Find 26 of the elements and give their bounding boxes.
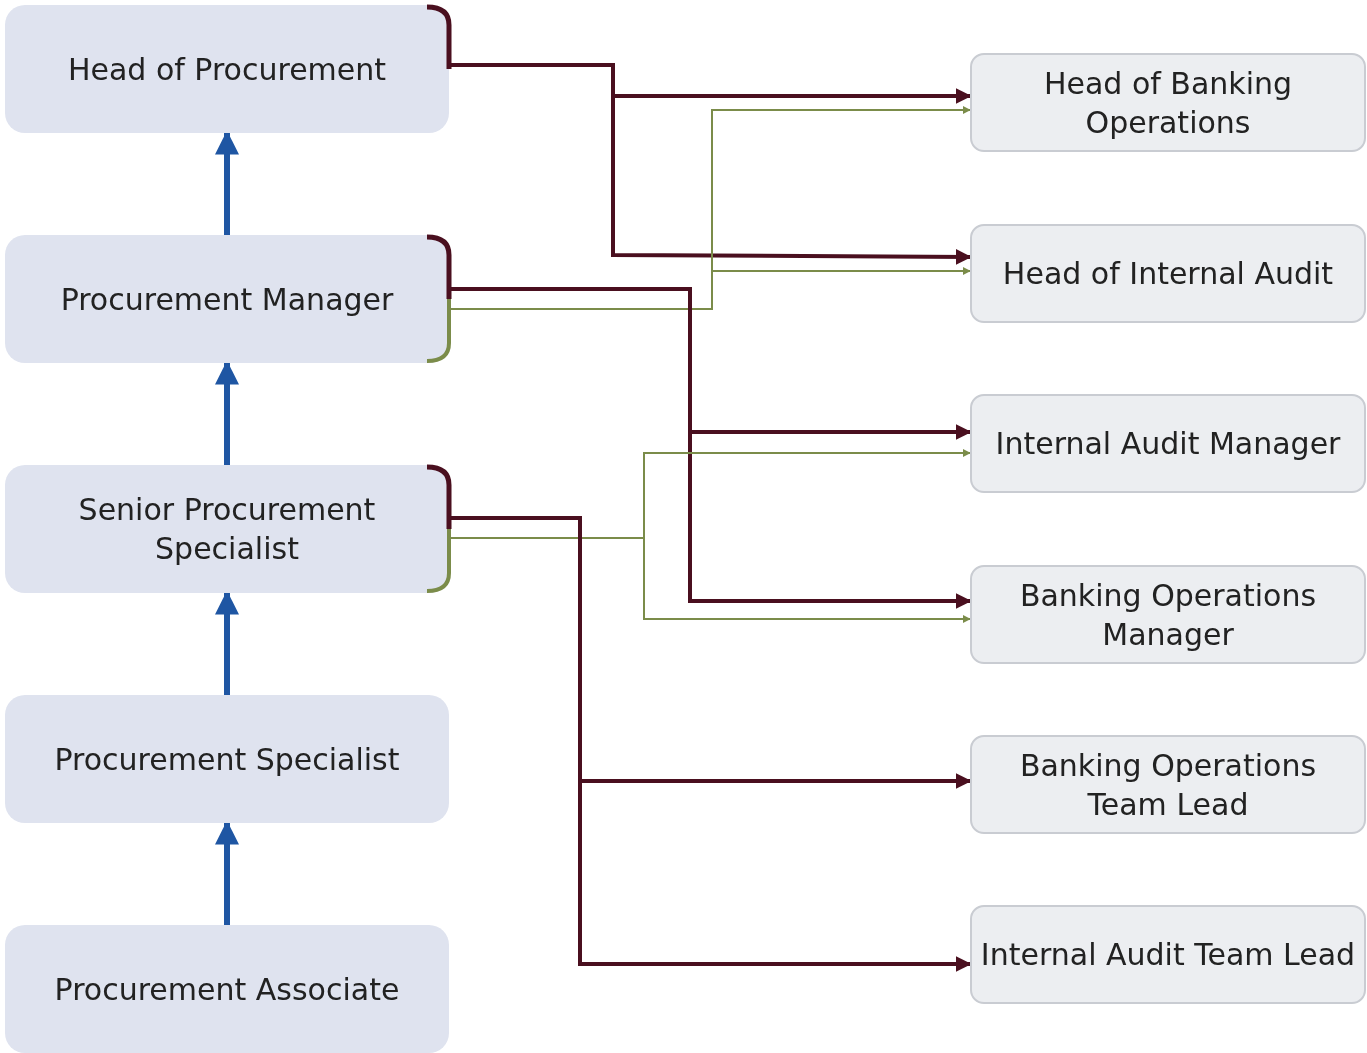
role-box [5, 5, 449, 133]
arrow [215, 590, 239, 695]
role-box [5, 465, 449, 593]
role-title: Banking Operations Team Lead [1018, 746, 1318, 824]
role-title: Head of Internal Audit [1002, 255, 1334, 293]
role-card [970, 735, 1366, 834]
arrow [215, 360, 239, 465]
role-box [5, 235, 449, 363]
role-title: Procurement Manager [60, 280, 394, 319]
role-title: Internal Audit Manager [995, 425, 1341, 463]
arrow [215, 130, 239, 235]
role-box [5, 695, 449, 823]
role-card [970, 905, 1366, 1004]
role-title: Internal Audit Team Lead [980, 936, 1356, 974]
role-title: Procurement Associate [54, 970, 400, 1009]
role-title: Banking Operations Manager [1018, 576, 1318, 654]
arrow [215, 820, 239, 925]
role-box [5, 925, 449, 1053]
role-title: Head of Procurement [67, 50, 387, 89]
role-card [970, 224, 1366, 323]
role-card [970, 53, 1366, 152]
role-card [970, 565, 1366, 664]
role-title: Senior Procurement Specialist [77, 491, 377, 568]
role-card [970, 394, 1366, 493]
role-title: Procurement Specialist [54, 740, 400, 779]
role-title: Head of Banking Operations [1042, 64, 1294, 142]
